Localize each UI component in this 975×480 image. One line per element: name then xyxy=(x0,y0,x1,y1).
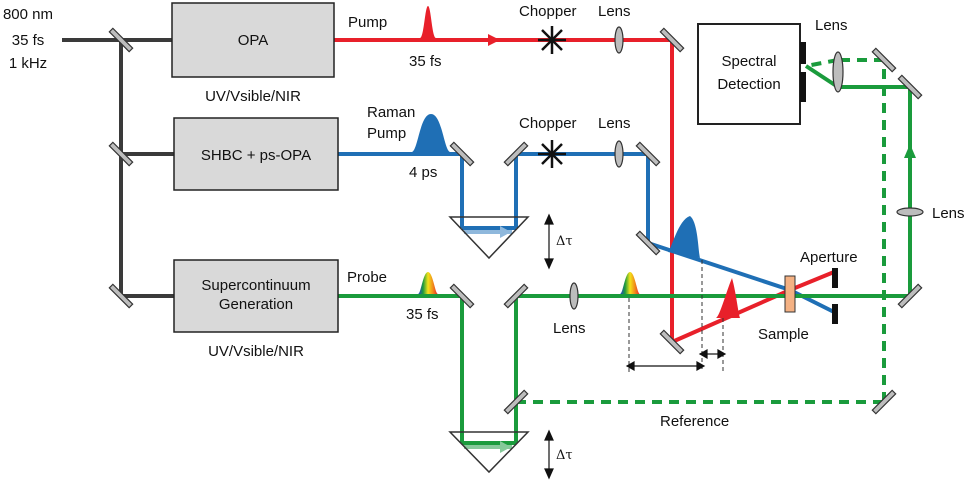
pump-arrow-icon xyxy=(488,34,500,46)
raman-pulse-sample-icon xyxy=(668,216,700,258)
supercontinuum-label-line2: Generation xyxy=(219,296,293,313)
raman-prism-arrow-icon xyxy=(500,226,511,238)
probe-prism-arrow-icon xyxy=(500,441,511,453)
reference-fold-mirror xyxy=(871,389,897,415)
raman-delay-label: Δτ xyxy=(556,234,573,249)
raman-pump-label-line2: Pump xyxy=(367,125,406,142)
supercontinuum-caption: UV/Vsible/NIR xyxy=(208,343,304,360)
detection-lens-label: Lens xyxy=(815,17,848,34)
raman-mirror-4 xyxy=(635,230,661,256)
probe-fold-mirror xyxy=(897,283,923,309)
probe-delay-prism xyxy=(448,431,530,474)
probe-mirror-2 xyxy=(503,283,529,309)
source-duration: 35 fs xyxy=(12,32,45,49)
raman-delay-prism xyxy=(448,216,530,260)
supercontinuum-box xyxy=(173,259,339,333)
pump-sample-mirror xyxy=(659,329,685,355)
reference-beam xyxy=(516,58,886,404)
pump-duration-label: 35 fs xyxy=(409,53,442,70)
spectral-detection-box xyxy=(697,23,801,125)
splitter-mirror-1 xyxy=(108,27,134,53)
reference-label: Reference xyxy=(660,413,729,430)
raman-chopper-label: Chopper xyxy=(519,115,577,132)
timing-arrow-long-icon xyxy=(625,360,706,372)
raman-pump-beam xyxy=(338,152,835,314)
raman-lens xyxy=(614,140,624,168)
detection-mirror-1 xyxy=(871,47,897,73)
raman-duration-label: 4 ps xyxy=(409,164,437,181)
fundamental-beam xyxy=(62,38,174,298)
pump-chopper-icon xyxy=(538,26,566,54)
probe-pulse-sample-icon xyxy=(620,272,640,294)
pump-chopper-label: Chopper xyxy=(519,3,577,20)
probe-delay-arrow-icon xyxy=(544,429,554,480)
pump-pulse-sample-icon xyxy=(716,278,740,318)
raman-lens-label: Lens xyxy=(598,115,631,132)
spectral-label-line1: Spectral xyxy=(721,53,776,70)
reference-splitter xyxy=(503,389,529,415)
sample xyxy=(784,275,796,313)
opa-box xyxy=(171,2,335,78)
raman-pulse-icon xyxy=(412,114,450,152)
source-wavelength: 800 nm xyxy=(3,6,53,23)
timing-guides xyxy=(628,260,724,372)
aperture-label: Aperture xyxy=(800,249,858,266)
probe-delay-label: Δτ xyxy=(556,448,573,463)
fold-mirror-3 xyxy=(108,283,134,309)
probe-return-lens xyxy=(896,207,924,217)
probe-duration-label: 35 fs xyxy=(406,306,439,323)
detector-slit-bottom xyxy=(800,72,806,102)
probe-lens xyxy=(569,282,579,310)
spectral-label-line2: Detection xyxy=(717,76,780,93)
raman-mirror-3 xyxy=(635,141,661,167)
opa-label: OPA xyxy=(238,32,269,49)
pump-label: Pump xyxy=(348,14,387,31)
detection-mirror-2 xyxy=(897,74,923,100)
return-lens-label: Lens xyxy=(932,205,965,222)
mirrors xyxy=(108,27,923,415)
splitter-mirror-2 xyxy=(108,141,134,167)
raman-mirror-2 xyxy=(503,141,529,167)
opa-caption: UV/Vsible/NIR xyxy=(205,88,301,105)
detection-lens xyxy=(832,51,844,93)
probe-lens-label: Lens xyxy=(553,320,586,337)
probe-beam xyxy=(338,64,912,445)
probe-up-arrow-icon xyxy=(904,144,916,158)
probe-mirror-1 xyxy=(449,283,475,309)
sample-label: Sample xyxy=(758,326,809,343)
supercontinuum-label-line1: Supercontinuum xyxy=(201,277,310,294)
timing-arrow-short-icon xyxy=(698,348,727,360)
shbc-label: SHBC + ps-OPA xyxy=(201,147,311,164)
raman-pump-label-line1: Raman xyxy=(367,104,415,121)
shbc-box xyxy=(173,117,339,191)
aperture-top xyxy=(832,268,838,288)
pump-lens-label: Lens xyxy=(598,3,631,20)
detector-slit-top xyxy=(800,42,806,64)
pump-lens xyxy=(614,26,624,54)
lenses xyxy=(569,26,924,310)
raman-delay-arrow-icon xyxy=(544,213,554,270)
pump-fold-mirror xyxy=(659,27,685,53)
pump-pulse-icon xyxy=(420,6,436,38)
raman-mirror-1 xyxy=(449,141,475,167)
raman-chopper-icon xyxy=(538,140,566,168)
probe-label: Probe xyxy=(347,269,387,286)
aperture-bottom xyxy=(832,304,838,324)
source-reprate: 1 kHz xyxy=(9,55,47,72)
probe-pulse-icon xyxy=(418,272,438,294)
